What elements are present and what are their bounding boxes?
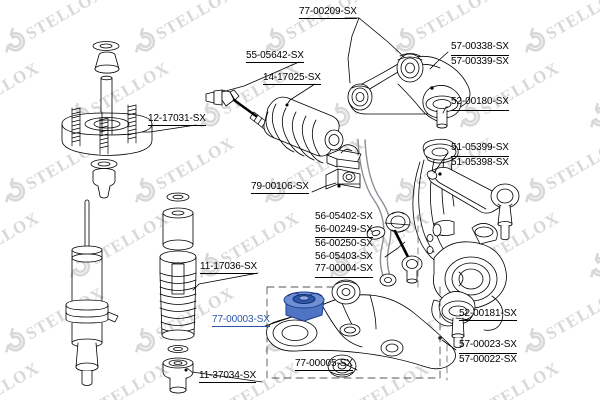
part-label-11-37034-sx[interactable]: 11-37034-SX <box>199 370 257 383</box>
part-label-57-00338-sx[interactable]: 57-00338-SX <box>451 41 509 56</box>
part-label-56-00250-sx[interactable]: 56-00250-SX <box>315 238 373 249</box>
part-label-57-00023-sx[interactable]: 57-00023-SX <box>459 339 517 354</box>
part-label-77-00004-sx[interactable]: 77-00004-SX <box>315 263 373 278</box>
part-label-11-17036-sx[interactable]: 11-17036-SX <box>200 261 258 274</box>
part-label-77-00209-sx[interactable]: 77-00209-SX <box>299 6 357 19</box>
part-label-52-00181-sx[interactable]: 52-00181-SX <box>459 308 517 321</box>
part-label-57-00022-sx[interactable]: 57-00022-SX <box>459 353 517 365</box>
part-label-57-00339-sx[interactable]: 57-00339-SX <box>451 55 509 67</box>
part-label-group-g-52-00180: 52-00180-SX <box>451 96 509 111</box>
part-label-77-00005-sx[interactable]: 77-00005-SX <box>295 358 353 371</box>
part-label-12-17031-sx[interactable]: 12-17031-SX <box>148 113 206 126</box>
part-label-56-05402-sx[interactable]: 56-05402-SX <box>315 211 373 222</box>
part-label-14-17025-sx[interactable]: 14-17025-SX <box>263 72 321 85</box>
part-label-51-05399-sx[interactable]: 51-05399-SX <box>451 142 509 157</box>
part-label-55-05642-sx[interactable]: 55-05642-SX <box>246 50 304 63</box>
part-label-52-00180-sx[interactable]: 52-00180-SX <box>451 96 509 111</box>
part-label-56-00249-sx[interactable]: 56-00249-SX <box>315 224 373 238</box>
part-label-56-05403-sx[interactable]: 56-05403-SX <box>315 250 373 262</box>
part-label-51-05398-sx[interactable]: 51-05398-SX <box>451 156 509 168</box>
part-label-79-00106-sx[interactable]: 79-00106-SX <box>251 181 309 194</box>
part-label-77-00003-sx[interactable]: 77-00003-SX <box>212 314 270 327</box>
